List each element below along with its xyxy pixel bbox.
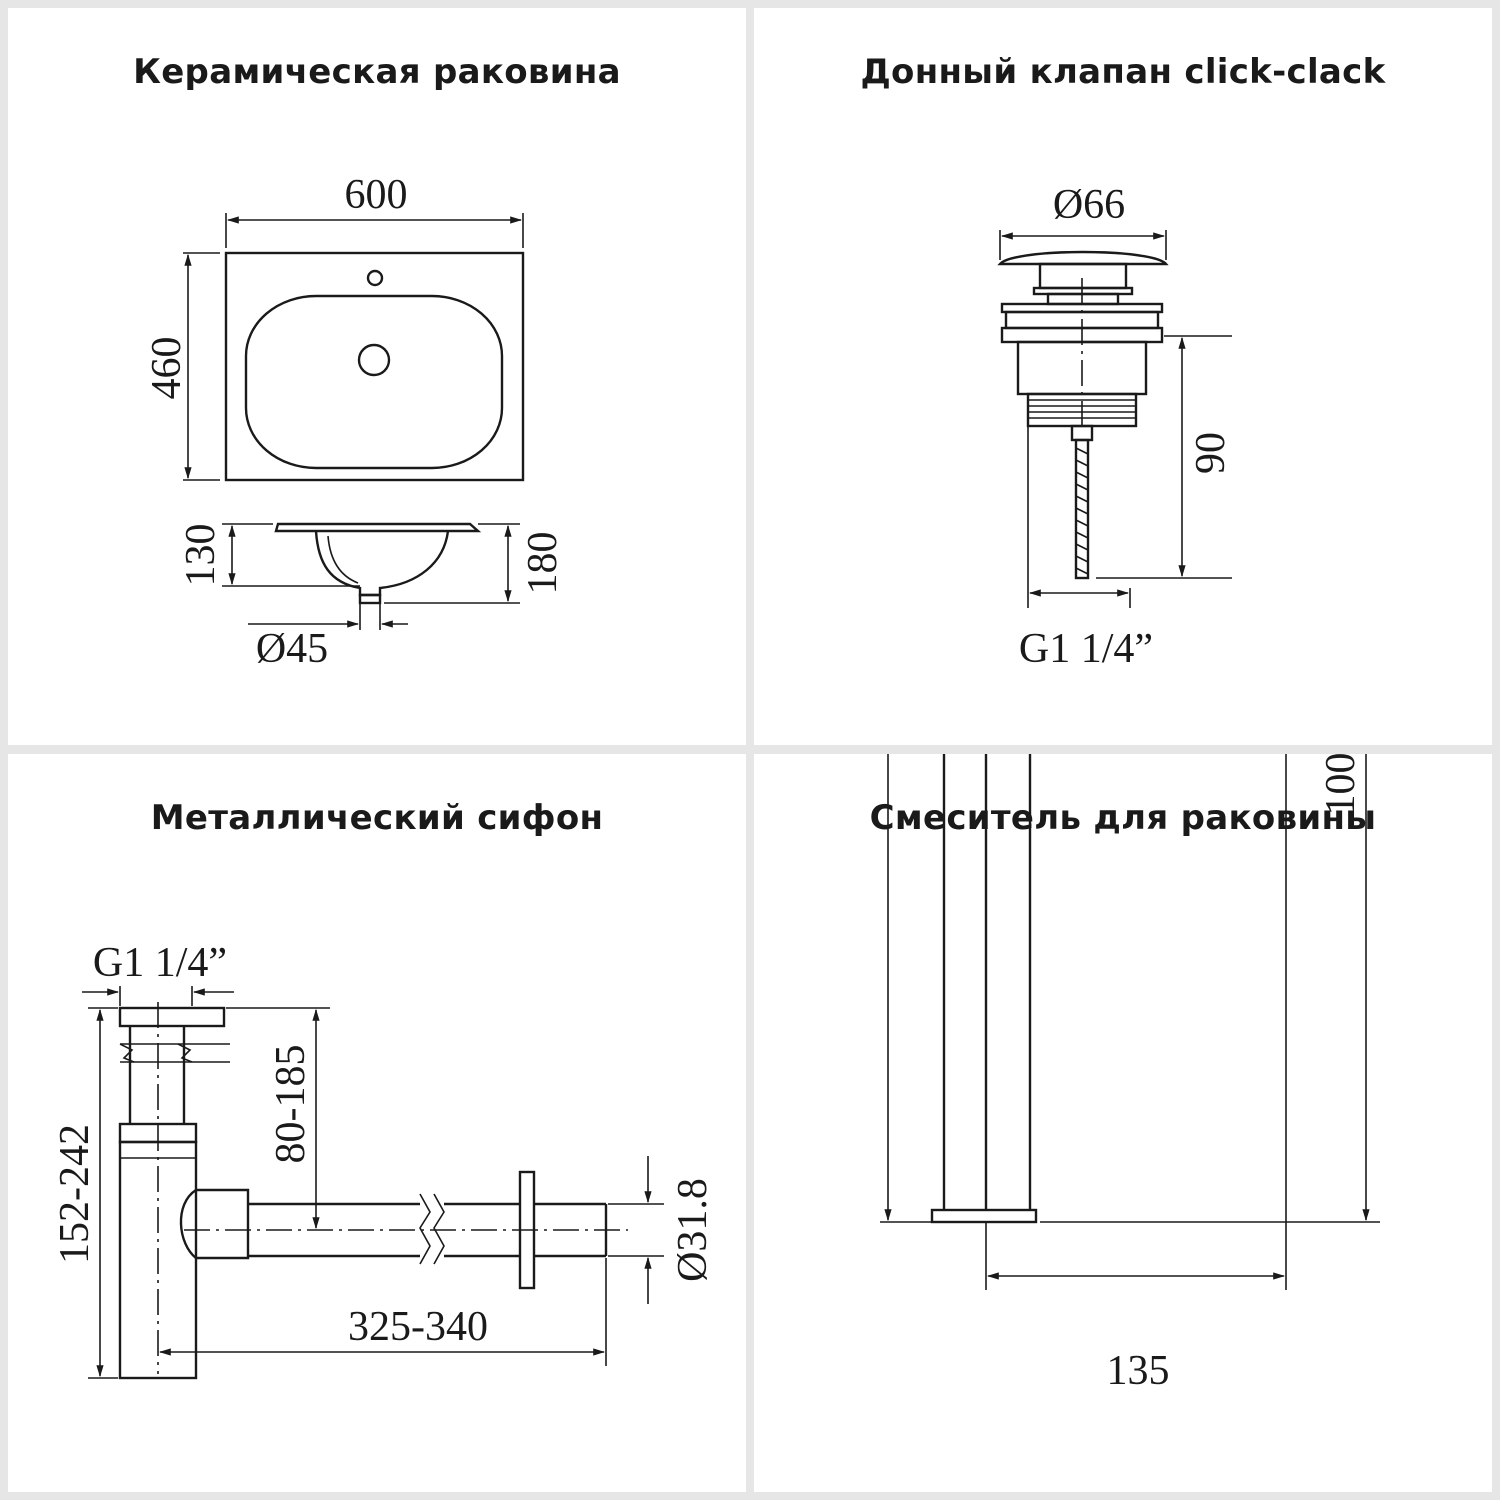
- reach-label: 135: [1107, 1348, 1170, 1394]
- siphon-drawing: G1 1/4”: [52, 940, 716, 1380]
- height-dimension: 175: [880, 754, 934, 1223]
- height-dimension: 180: [384, 523, 566, 604]
- height-dimension: 90: [1096, 335, 1234, 579]
- spout-height-dimension: 100: [1040, 754, 1380, 1223]
- outlet-height-label: 80-185: [268, 1045, 314, 1164]
- bowl-depth-dimension: 130: [178, 523, 360, 587]
- thread-label: G1 1/4”: [1019, 626, 1153, 672]
- mixer-drawing: 175 100 135: [880, 754, 1380, 1394]
- ceramic-sink-panel: Керамическая раковина 600 460: [8, 8, 746, 745]
- pipe-diameter-dimension: Ø31.8: [608, 1156, 716, 1304]
- pipe-diameter-label: Ø31.8: [670, 1178, 716, 1282]
- panel-title: Металлический сифон: [150, 798, 604, 838]
- siphon-panel: Металлический сифон G1 1/4”: [8, 754, 746, 1492]
- width-dimension: 600: [225, 172, 524, 248]
- depth-dimension: 460: [144, 252, 220, 481]
- spout-height-label: 100: [1318, 754, 1364, 816]
- faucet-hole: [366, 269, 384, 287]
- mixer-panel: Смеситель для раковины: [754, 754, 1492, 1492]
- cap-diameter-label: Ø66: [1053, 182, 1125, 228]
- depth-label: 460: [144, 337, 190, 400]
- height-range-label: 152-242: [52, 1124, 98, 1264]
- drain-valve-panel: Донный клапан click-clack Ø66: [754, 8, 1492, 745]
- thread-label: G1 1/4”: [93, 940, 227, 986]
- sink-side-view: [274, 522, 482, 605]
- panel-title: Смеситель для раковины: [869, 798, 1377, 838]
- height-label: 90: [1188, 432, 1234, 474]
- length-label: 325-340: [348, 1304, 488, 1350]
- reach-dimension: 135: [985, 754, 1287, 1394]
- length-dimension: 325-340: [158, 1258, 607, 1366]
- cap-diameter-dimension: Ø66: [999, 182, 1167, 260]
- mixer-body: [930, 754, 1038, 1224]
- panel-title: Керамическая раковина: [133, 52, 621, 92]
- drain-diameter-label: Ø45: [256, 626, 328, 672]
- thread-dimension: G1 1/4”: [82, 940, 234, 1006]
- height-range-dimension: 152-242: [52, 1007, 118, 1379]
- outlet-height-dimension: 80-185: [226, 1007, 330, 1230]
- height-label: 180: [520, 532, 566, 595]
- sink-drawing: 600 460 130 180: [144, 172, 566, 672]
- bowl-depth-label: 130: [178, 524, 224, 587]
- panel-title: Донный клапан click-clack: [860, 52, 1386, 92]
- sink-top-view: [224, 251, 525, 482]
- valve-body: [997, 250, 1169, 580]
- drain-diameter-dimension: Ø45: [248, 603, 408, 672]
- drain-hole: [357, 343, 391, 377]
- width-label: 600: [345, 172, 408, 218]
- siphon-body: [118, 1002, 628, 1380]
- drain-valve-drawing: Ø66: [997, 182, 1234, 672]
- thread-dimension: G1 1/4”: [1019, 426, 1153, 672]
